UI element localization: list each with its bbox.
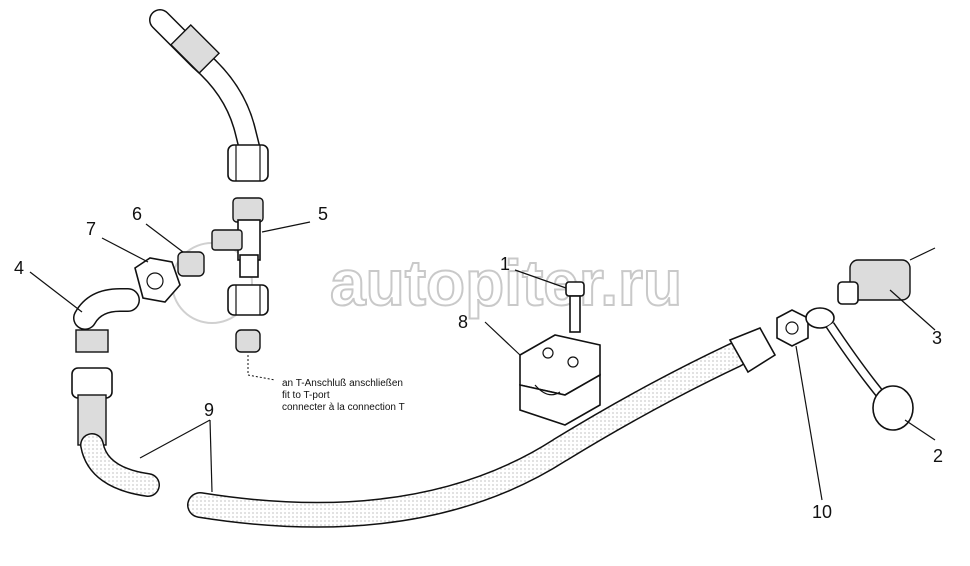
callout-4: 4 [14, 258, 24, 278]
leader-9b [209, 419, 213, 493]
long-hose-end-nut [728, 326, 777, 374]
leader-6 [145, 223, 184, 253]
part-3-coupling [837, 247, 936, 305]
top-pipe-assembly [149, 9, 269, 182]
leader-5 [261, 221, 311, 233]
leader-10 [795, 345, 823, 501]
part-6-sleeve [177, 251, 205, 277]
callout-9: 9 [204, 400, 214, 420]
watermark-text: autopiter.ru [330, 247, 682, 319]
part-8-clamp-block [519, 334, 601, 426]
part-4-elbow [73, 288, 140, 353]
leader-lines [29, 221, 936, 501]
left-hose [71, 367, 160, 497]
leader-9a [139, 419, 211, 459]
callout-1: 1 [500, 254, 510, 274]
note-dashed-leader [247, 355, 276, 381]
leader-2 [904, 419, 936, 441]
leader-1 [514, 269, 567, 289]
callout-7: 7 [86, 219, 96, 239]
part-7-nut [134, 257, 181, 303]
watermark: autopiter.ru [171, 242, 683, 324]
leader-3 [889, 289, 936, 331]
callout-10: 10 [812, 502, 832, 522]
callout-3: 3 [932, 328, 942, 348]
note-line-english: fit to T-port [282, 390, 330, 401]
t-lower-nut [227, 284, 269, 316]
note-line-french: connecter à la connection T [282, 402, 405, 413]
t-fitting [211, 197, 264, 278]
leader-4 [29, 271, 83, 313]
callout-2: 2 [933, 446, 943, 466]
long-hose [187, 326, 777, 528]
note-line-german: an T-Anschluß anschließen [282, 378, 403, 389]
leader-7 [101, 237, 149, 263]
leader-8 [484, 321, 521, 356]
callout-8: 8 [458, 312, 468, 332]
part-1-bolt [565, 281, 585, 333]
callout-6: 6 [132, 204, 142, 224]
top-nut [227, 144, 269, 182]
callout-5: 5 [318, 204, 328, 224]
part-2-dust-cap [805, 307, 914, 431]
t-lower-sleeve [235, 329, 261, 353]
part-10-nut [776, 309, 809, 347]
